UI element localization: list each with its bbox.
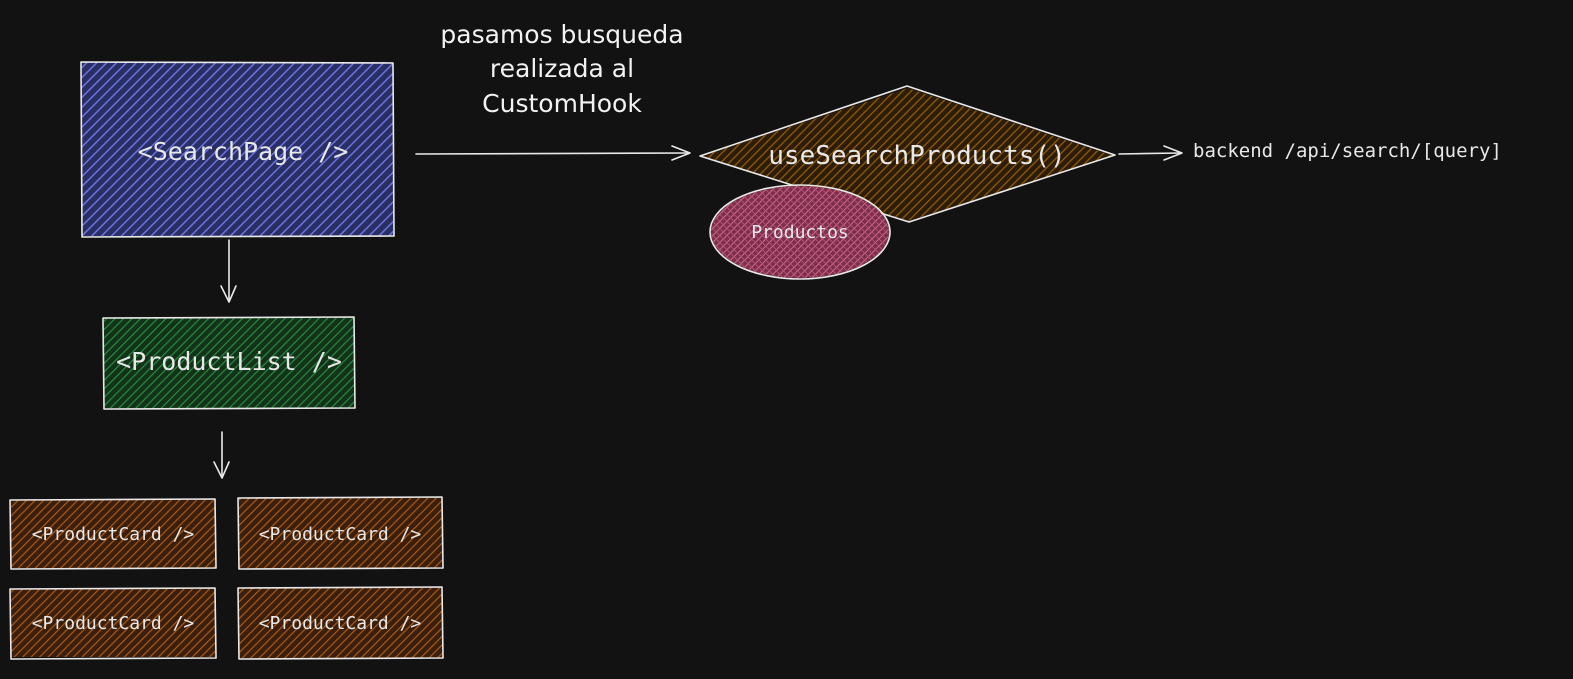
search-page-label: <SearchPage /> <box>138 137 349 166</box>
edge-label-line-1: pasamos busqueda <box>440 20 683 49</box>
product-card-4-label: <ProductCard /> <box>259 613 422 634</box>
product-card-3[interactable]: <ProductCard /> <box>9 587 217 660</box>
edge-label: pasamos busqueda realizada al CustomHook <box>440 20 683 118</box>
product-card-4[interactable]: <ProductCard /> <box>237 586 444 660</box>
productos-label: Productos <box>751 222 849 243</box>
product-card-1[interactable]: <ProductCard /> <box>9 498 217 570</box>
product-card-2-label: <ProductCard /> <box>259 524 422 545</box>
product-card-3-label: <ProductCard /> <box>32 613 195 634</box>
product-list-label: <ProductList /> <box>116 347 342 376</box>
productos-node[interactable]: Productos <box>709 184 891 280</box>
arrow-searchpage-to-productlist <box>220 239 237 303</box>
arrow-hook-to-backend <box>1118 145 1183 161</box>
product-list-node[interactable]: <ProductList /> <box>102 316 356 410</box>
search-page-node[interactable]: <SearchPage /> <box>80 61 395 238</box>
arrow-searchpage-to-hook <box>415 145 691 161</box>
edge-label-line-3: CustomHook <box>482 89 642 118</box>
edge-label-line-2: realizada al <box>490 54 634 83</box>
arrow-productlist-to-cards <box>213 431 230 479</box>
backend-endpoint-label: backend /api/search/[query] <box>1193 140 1502 162</box>
product-card-2[interactable]: <ProductCard /> <box>237 496 444 570</box>
use-search-products-label: useSearchProducts() <box>768 141 1065 171</box>
product-card-1-label: <ProductCard /> <box>32 524 195 545</box>
